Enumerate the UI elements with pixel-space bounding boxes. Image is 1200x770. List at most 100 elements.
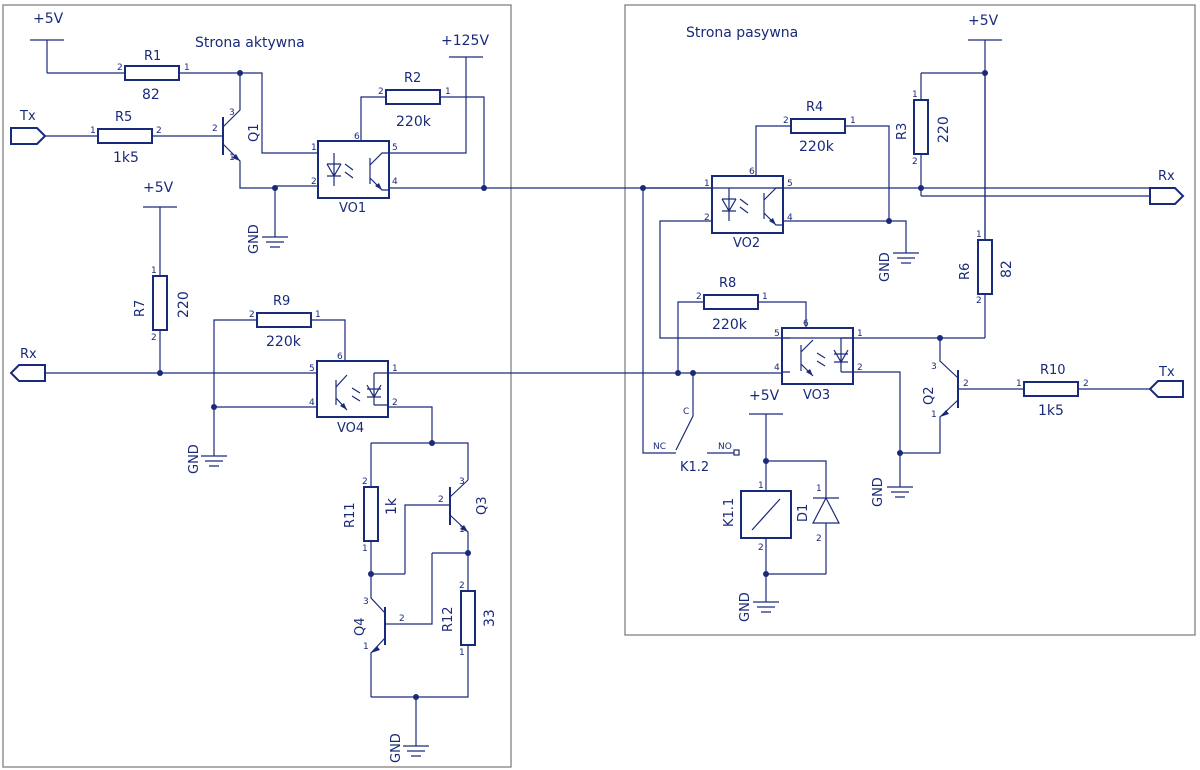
ground-vo2: GND bbox=[878, 246, 920, 282]
svg-text:1: 1 bbox=[976, 230, 982, 240]
svg-text:6: 6 bbox=[354, 132, 360, 142]
svg-text:R2: R2 bbox=[404, 71, 421, 86]
svg-text:2: 2 bbox=[212, 124, 218, 134]
relay-contact-K1.2: C NC NO K1.2 bbox=[642, 188, 740, 475]
svg-text:220k: 220k bbox=[396, 114, 432, 130]
relay-coil-K1.1: K1.1 12 bbox=[722, 481, 792, 574]
svg-text:82: 82 bbox=[142, 87, 160, 103]
svg-text:2: 2 bbox=[1083, 379, 1089, 389]
resistor-R2: R2 220k 2 1 bbox=[378, 71, 451, 130]
svg-text:2: 2 bbox=[963, 379, 969, 389]
svg-text:1: 1 bbox=[762, 292, 768, 302]
svg-text:NC: NC bbox=[653, 442, 666, 452]
wire-r3-rail bbox=[921, 72, 986, 240]
power-rail-125v: +125V bbox=[441, 33, 489, 58]
wire-vo2-gnd bbox=[783, 220, 907, 247]
svg-text:1k5: 1k5 bbox=[113, 150, 139, 166]
ground-relay: GND bbox=[738, 574, 780, 622]
svg-text:5: 5 bbox=[774, 329, 780, 339]
ground-vo4: GND bbox=[187, 407, 228, 474]
svg-text:+125V: +125V bbox=[441, 33, 489, 49]
passive-side-frame bbox=[624, 4, 1196, 636]
wire-vo2-pin2 bbox=[659, 220, 985, 339]
svg-text:R7: R7 bbox=[133, 300, 148, 317]
svg-text:1: 1 bbox=[850, 116, 856, 126]
resistor-R3: R3 220 12 bbox=[895, 73, 952, 196]
svg-text:3: 3 bbox=[931, 362, 937, 372]
svg-text:+5V: +5V bbox=[749, 388, 780, 404]
svg-text:NO: NO bbox=[718, 442, 732, 452]
wire-node-q3 bbox=[371, 442, 469, 480]
svg-text:2: 2 bbox=[378, 87, 384, 97]
svg-text:220k: 220k bbox=[799, 139, 835, 155]
svg-text:Rx: Rx bbox=[1158, 169, 1175, 184]
svg-text:R1: R1 bbox=[144, 49, 161, 64]
transistor-Q2: Q2 321 bbox=[900, 338, 1024, 454]
svg-text:5: 5 bbox=[392, 143, 398, 153]
svg-text:Q3: Q3 bbox=[475, 496, 490, 515]
wire-r2 bbox=[360, 96, 485, 188]
svg-text:+5V: +5V bbox=[33, 11, 64, 27]
svg-text:GND: GND bbox=[187, 444, 202, 474]
svg-text:6: 6 bbox=[749, 167, 755, 177]
svg-text:VO1: VO1 bbox=[339, 201, 366, 216]
svg-text:GND: GND bbox=[738, 592, 753, 622]
svg-text:220: 220 bbox=[936, 116, 952, 143]
svg-text:1: 1 bbox=[912, 90, 918, 100]
svg-text:Q4: Q4 bbox=[353, 617, 368, 636]
svg-text:2: 2 bbox=[783, 116, 789, 126]
svg-text:1: 1 bbox=[931, 410, 937, 420]
svg-text:3: 3 bbox=[363, 597, 369, 607]
svg-text:1: 1 bbox=[90, 126, 96, 136]
active-side-label: Strona aktywna bbox=[195, 35, 305, 51]
optocoupler-VO4: VO4 54 126 bbox=[309, 352, 398, 436]
svg-text:1: 1 bbox=[229, 153, 235, 163]
svg-text:R12: R12 bbox=[441, 606, 456, 632]
svg-text:5: 5 bbox=[787, 179, 793, 189]
wire-vo3-gnd bbox=[853, 371, 901, 453]
svg-text:VO3: VO3 bbox=[803, 388, 830, 403]
svg-text:2: 2 bbox=[399, 614, 405, 624]
svg-text:1k: 1k bbox=[384, 497, 400, 515]
svg-text:R11: R11 bbox=[343, 502, 358, 528]
svg-text:Tx: Tx bbox=[1158, 365, 1175, 380]
resistor-R7: R7 220 12 bbox=[133, 266, 192, 373]
ground-vo3: GND bbox=[871, 453, 914, 507]
svg-text:1: 1 bbox=[184, 63, 190, 73]
svg-text:R8: R8 bbox=[719, 276, 736, 291]
svg-text:1: 1 bbox=[445, 87, 451, 97]
resistor-R1: R1 82 2 1 bbox=[47, 49, 240, 103]
svg-text:VO4: VO4 bbox=[337, 421, 364, 436]
svg-text:R4: R4 bbox=[806, 100, 823, 115]
svg-text:6: 6 bbox=[337, 352, 343, 362]
svg-text:C: C bbox=[683, 407, 689, 417]
svg-text:2: 2 bbox=[912, 157, 918, 167]
svg-text:1: 1 bbox=[758, 481, 764, 491]
svg-text:2: 2 bbox=[696, 292, 702, 302]
svg-text:Q1: Q1 bbox=[247, 123, 262, 142]
svg-text:4: 4 bbox=[392, 177, 398, 187]
svg-text:Rx: Rx bbox=[20, 347, 37, 362]
svg-text:1: 1 bbox=[459, 648, 465, 658]
svg-text:1: 1 bbox=[857, 329, 863, 339]
rx-output-port-passive: Rx bbox=[1149, 169, 1185, 205]
power-rail-5v-relay: +5V bbox=[749, 388, 783, 491]
svg-text:Tx: Tx bbox=[19, 109, 36, 124]
diode-D1: D1 12 bbox=[796, 484, 840, 574]
svg-text:2: 2 bbox=[156, 126, 162, 136]
svg-text:2: 2 bbox=[117, 63, 123, 73]
transistor-Q1: Q1 321 bbox=[212, 73, 275, 189]
wire-r1-vo1 bbox=[240, 72, 318, 154]
svg-text:K1.2: K1.2 bbox=[680, 460, 709, 475]
optocoupler-VO2: VO2 12 546 bbox=[704, 167, 793, 251]
resistor-R12: R12 33 21 bbox=[371, 581, 498, 698]
svg-text:2: 2 bbox=[151, 333, 157, 343]
resistor-R11: R11 1k 21 bbox=[343, 477, 400, 574]
transistor-Q3: Q3 321 bbox=[371, 477, 490, 575]
svg-text:R9: R9 bbox=[273, 294, 290, 309]
svg-text:1: 1 bbox=[363, 642, 369, 652]
svg-text:2: 2 bbox=[459, 581, 465, 591]
